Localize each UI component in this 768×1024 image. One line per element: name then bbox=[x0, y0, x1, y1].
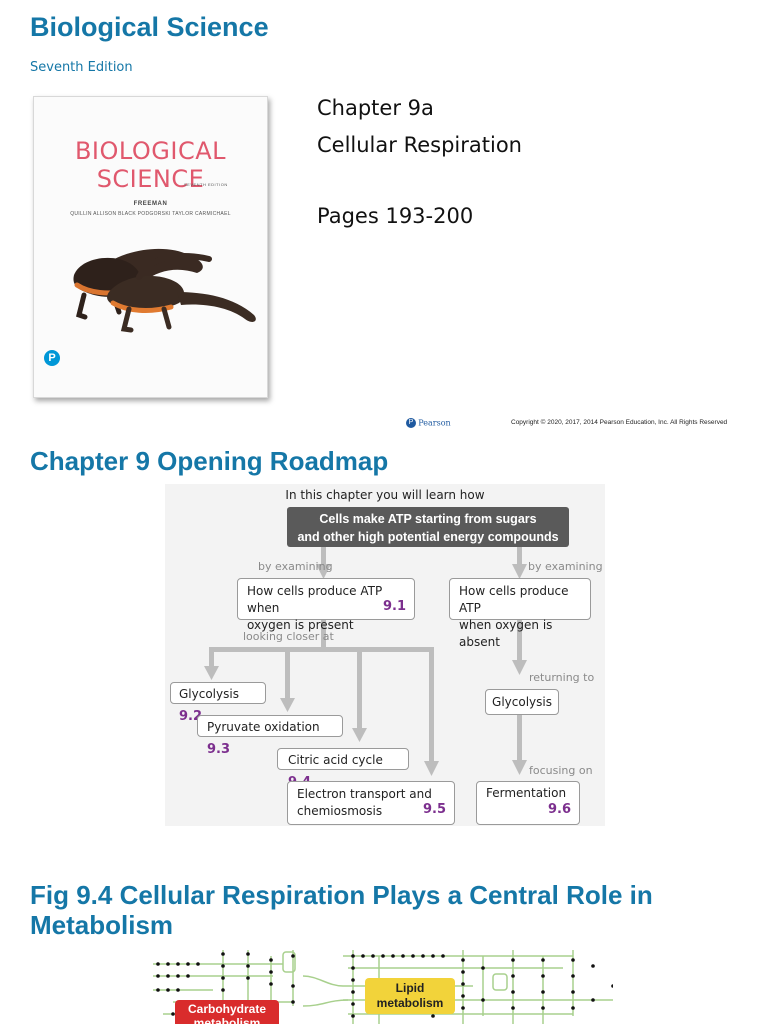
edition-subtitle: Seventh Edition bbox=[30, 60, 133, 75]
footer-pearson-logo: P Pearson bbox=[406, 418, 451, 428]
roadmap-main-box: Cells make ATP starting from sugars and … bbox=[287, 507, 569, 547]
copyright-notice: Copyright © 2020, 2017, 2014 Pearson Edu… bbox=[511, 419, 728, 426]
citric-label: Citric acid cycle bbox=[288, 753, 383, 767]
cover-title-line1: BIOLOGICAL bbox=[74, 137, 227, 165]
section-9-1: 9.1 bbox=[382, 599, 406, 614]
book-cover: BIOLOGICAL SCIENCE SEVENTH EDITION FREEM… bbox=[33, 96, 268, 398]
section-9-5: 9.5 bbox=[422, 802, 446, 817]
box-citric-acid-cycle: Citric acid cycle 9.4 bbox=[277, 748, 409, 790]
slide-title-biological-science: Biological Science bbox=[30, 12, 269, 42]
roadmap-intro: In this chapter you will learn how bbox=[285, 488, 485, 502]
lipid-label-line1: Lipid bbox=[395, 981, 425, 995]
slide-title-fig-9-4: Fig 9.4 Cellular Respiration Plays a Cen… bbox=[30, 880, 653, 940]
chapter-roadmap-diagram: In this chapter you will learn how Cells… bbox=[165, 484, 605, 826]
box-oxygen-present: How cells produce ATP when oxygen is pre… bbox=[237, 578, 415, 632]
label-looking-closer: looking closer at bbox=[243, 630, 334, 643]
salamanders-illustration bbox=[73, 248, 256, 333]
fermentation-label: Fermentation bbox=[486, 786, 567, 800]
footer-logo-text: Pearson bbox=[418, 418, 451, 428]
lipid-label-line2: metabolism bbox=[376, 996, 444, 1010]
pearson-logo-icon: P bbox=[44, 350, 60, 366]
cover-title: BIOLOGICAL SCIENCE bbox=[34, 137, 267, 193]
label-returning-to: returning to bbox=[529, 671, 595, 684]
present-line1: How cells produce ATP when bbox=[247, 584, 383, 615]
main-box-line1: Cells make ATP starting from sugars bbox=[319, 512, 537, 526]
box-pyruvate-oxidation: Pyruvate oxidation 9.3 bbox=[197, 715, 343, 757]
section-9-2: 9.2 bbox=[179, 709, 203, 724]
chapter-pages: Pages 193-200 bbox=[317, 204, 474, 228]
glycolysis2-label: Glycolysis bbox=[492, 695, 552, 709]
chapter-number: Chapter 9a bbox=[317, 96, 434, 120]
glycolysis-label: Glycolysis bbox=[179, 687, 239, 701]
box-glycolysis-2: Glycolysis bbox=[485, 689, 559, 715]
section-9-3: 9.3 bbox=[207, 742, 231, 757]
box-oxygen-absent: How cells produce ATP when oxygen is abs… bbox=[449, 578, 591, 649]
box-glycolysis: Glycolysis 9.2 bbox=[170, 682, 266, 724]
roadmap-connectors bbox=[204, 544, 527, 776]
label-focusing-on: focusing on bbox=[529, 764, 593, 777]
cover-edition: SEVENTH EDITION bbox=[184, 182, 228, 187]
section-9-6: 9.6 bbox=[547, 802, 571, 817]
slide-title-roadmap: Chapter 9 Opening Roadmap bbox=[30, 446, 389, 476]
main-box-line2: and other high potential energy compound… bbox=[297, 530, 559, 544]
cover-publisher: FREEMAN bbox=[133, 201, 168, 207]
label-by-examining-left: by examining bbox=[258, 560, 333, 573]
pyruvate-label: Pyruvate oxidation bbox=[207, 720, 320, 734]
absent-line1: How cells produce ATP bbox=[459, 584, 569, 615]
carbohydrate-metabolism-label: Carbohydrate metabolism bbox=[175, 1000, 279, 1024]
box-fermentation: Fermentation 9.6 bbox=[476, 781, 580, 825]
box-electron-transport: Electron transport and chemiosmosis 9.5 bbox=[287, 781, 455, 825]
pearson-small-icon: P bbox=[406, 418, 416, 428]
cover-authors: QUILLIN ALLISON BLACK PODGORSKI TAYLOR C… bbox=[70, 211, 231, 217]
metabolism-map: Carbohydrate metabolism Lipid metabolism bbox=[153, 946, 613, 1024]
label-by-examining-right: by examining bbox=[528, 560, 603, 573]
cover-title-line2: SCIENCE bbox=[96, 165, 205, 193]
etc-line1: Electron transport and bbox=[297, 787, 432, 801]
carb-label-line2: metabolism bbox=[193, 1016, 261, 1024]
etc-line2: chemiosmosis bbox=[297, 804, 383, 818]
lipid-metabolism-label: Lipid metabolism bbox=[365, 978, 455, 1014]
present-line2: oxygen is present bbox=[247, 618, 354, 632]
carb-label-line1: Carbohydrate bbox=[187, 1002, 267, 1016]
absent-line2: when oxygen is absent bbox=[459, 618, 553, 649]
chapter-subject: Cellular Respiration bbox=[317, 133, 522, 157]
